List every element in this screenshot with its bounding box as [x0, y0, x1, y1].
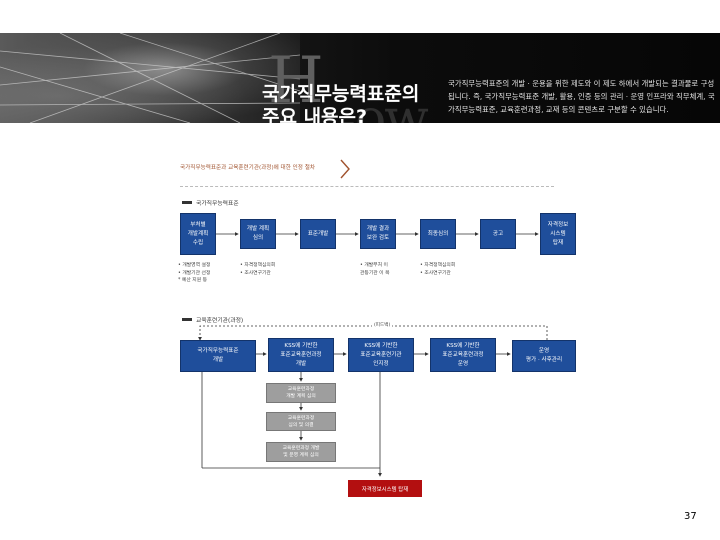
section-label-institutions: 교육훈련기관(과정): [182, 315, 243, 324]
step-result-review: 개발 결과 보완 검토: [360, 219, 396, 249]
note-line: • 자격정책심의회: [420, 263, 456, 268]
step-system-upload: 자격정보 시스템 탑재: [540, 213, 576, 255]
step-course-development: KSS에 기반한 표준교육훈련과정 개발: [268, 338, 334, 372]
banner-letters-ow: ow: [355, 89, 429, 123]
step-course-operation: KSS에 기반한 표준교육훈련과정 운영: [430, 338, 496, 372]
section-bar: [182, 318, 192, 321]
section-label-standards: 국가직무능력표준: [182, 198, 239, 207]
notes-plan: • 개발영역 설정 • 개발기관 선정 * 예산 지원 등: [178, 262, 210, 285]
section-bar: [182, 201, 192, 204]
note-line: • 개발영역 설정: [178, 263, 211, 268]
note-line: • 조사연구기관: [240, 270, 271, 276]
step-standard-development: 표준개발: [300, 219, 336, 249]
section-label-text: 국가직무능력표준: [196, 201, 239, 207]
note-line: • 개발부처 이: [360, 263, 388, 268]
figure-divider: [180, 186, 554, 187]
notes-final: • 자격정책심의회 • 조사연구기관: [420, 262, 455, 277]
header-banner: H ow 국가직무능력표준의 주요 내용은? 국가직무능력표준의 개발 · 운용…: [0, 33, 720, 123]
feedback-label: (피드백): [372, 322, 393, 328]
figure-title: 국가직무능력표준과 교육훈련기관(과정)에 대한 인정 절차: [180, 165, 315, 171]
notes-review: • 자격정책심의회 • 조사연구기관: [240, 262, 275, 277]
page-number: 37: [684, 511, 697, 522]
final-system-upload: 자격정보시스템 탑재: [348, 480, 422, 497]
note-line: • 조사연구기관: [420, 270, 451, 276]
note-line: • 자격정책심의회: [240, 263, 276, 268]
substep-operation-plan-review: 교육훈련과정 개발 및 운영 계획 심의: [266, 442, 336, 462]
step-announcement: 공고: [480, 219, 516, 249]
page-title: 국가직무능력표준의 주요 내용은?: [262, 83, 420, 123]
banner-strings-graphic: [0, 33, 300, 123]
banner-letter-h: H: [268, 44, 324, 118]
section-label-text: 교육훈련기관(과정): [196, 318, 244, 324]
step-evaluation: 운영 평가 · 사후관리: [512, 340, 576, 372]
note-line: • 개발기관 선정: [178, 270, 211, 276]
step-plan-by-ministry: 부처별 개발계획 수립: [180, 213, 216, 255]
step-final-review: 최종심의: [420, 219, 456, 249]
banner-description: 국가직무능력표준의 개발 · 운용을 위한 제도와 이 제도 하에서 개발되는 …: [448, 79, 715, 114]
step-plan-review: 개발 계획 심의: [240, 219, 276, 249]
step-ncs-development: 국가직무능력표준 개발: [180, 340, 256, 372]
chevron-right-icon: [340, 159, 350, 179]
note-line: * 예산 지원 등: [178, 278, 208, 283]
substep-plan-review: 교육훈련과정 개발 계획 심의: [266, 383, 336, 403]
notes-result: • 개발부처 이 관등기관 이 목: [360, 262, 390, 277]
substep-review-resolution: 교육훈련과정 심의 및 의결: [266, 412, 336, 431]
step-institution-designation: KSS에 기반한 표준교육훈련기관 인지정: [348, 338, 414, 372]
note-line: 관등기관 이 목: [360, 270, 390, 276]
